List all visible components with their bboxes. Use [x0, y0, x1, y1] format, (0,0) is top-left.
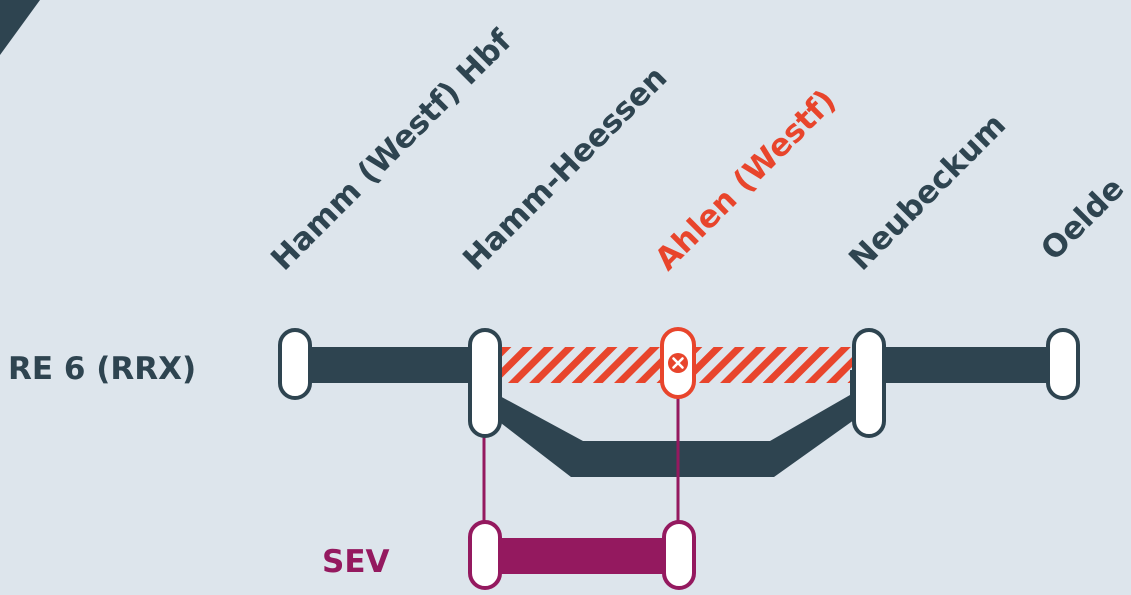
stop-oelde	[1046, 328, 1080, 400]
replacement-line-label: SEV	[322, 544, 390, 580]
stop-hamm-hbf	[278, 328, 312, 400]
station-label-neubeckum: Neubeckum	[842, 107, 1013, 278]
diversion-route	[484, 370, 868, 477]
stop-neubeckum	[852, 328, 886, 438]
closed-x-icon	[668, 353, 688, 373]
station-label-oelde: Oelde	[1034, 171, 1131, 268]
station-label-ahlen: Ahlen (Westf)	[648, 83, 843, 278]
corner-decoration	[0, 0, 40, 55]
replacement-line	[496, 538, 666, 574]
sev-stop-2	[662, 520, 696, 590]
main-line-segment-4	[868, 347, 1062, 383]
main-line-segment-1	[294, 347, 484, 383]
stop-hamm-heessen	[468, 328, 502, 438]
sev-stop-1	[468, 520, 502, 590]
main-line-label: RE 6 (RRX)	[8, 351, 196, 387]
station-label-hamm-heessen: Hamm-Heessen	[456, 60, 674, 278]
